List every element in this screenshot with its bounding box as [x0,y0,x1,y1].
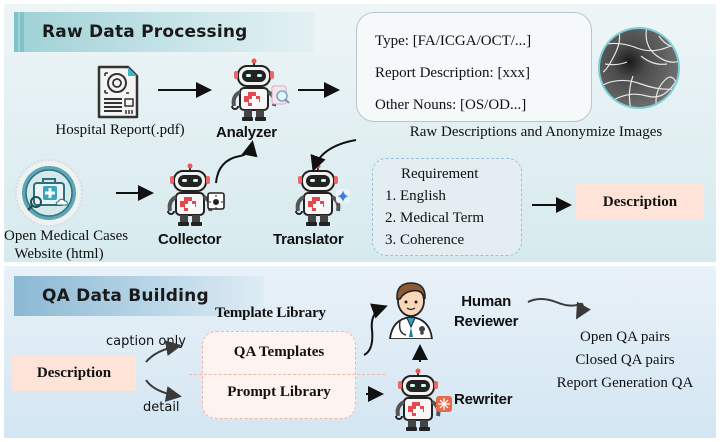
section-title: QA Data Building [42,286,209,306]
caption-only-label: caption only [106,334,186,349]
output-closed-qa: Closed QA pairs [575,352,675,368]
info-other-nouns: Other Nouns: [OS/OD...] [375,97,527,113]
collector-robot-icon [164,163,226,232]
template-library-box: QA Templates Prompt Library [189,331,385,419]
description-box-raw: Description [576,184,704,220]
requirement-item: 2. Medical Term [385,210,485,226]
medical-website-icon [15,159,83,227]
analyzer-label: Analyzer [216,124,277,141]
requirement-box: Requirement 1. English 2. Medical Term 3… [372,158,522,256]
output-open-qa: Open QA pairs [580,329,670,345]
qa-templates-label: QA Templates [233,344,325,360]
requirement-item: 3. Coherence [385,232,465,248]
requirement-title: Requirement [401,166,479,182]
fundus-image [598,27,680,109]
output-report-generation-qa: Report Generation QA [556,375,694,391]
requirement-item: 1. English [385,188,446,204]
description-box-qa: Description [12,355,136,391]
rewriter-robot-icon [392,368,454,437]
human-reviewer-label: Human Reviewer [454,293,519,330]
rewriter-label: Rewriter [454,391,513,408]
section-title: Raw Data Processing [42,22,248,42]
collector-label: Collector [158,231,222,248]
analyzer-robot-icon [228,58,290,127]
info-type: Type: [FA/ICGA/OCT/...] [375,33,532,49]
section-header-qa: QA Data Building [14,276,264,316]
raw-info-box: Type: [FA/ICGA/OCT/...] Report Descripti… [356,12,592,122]
detail-label: detail [143,400,180,415]
prompt-library-label: Prompt Library [227,384,331,400]
website-label: Open Medical Cases Website (html) [4,228,129,262]
translator-label: Translator [273,231,344,248]
info-report-description: Report Description: [xxx] [375,65,530,81]
translator-robot-icon [292,163,354,232]
doctor-avatar-icon [389,282,433,339]
raw-descriptions-caption: Raw Descriptions and Anonymize Images [409,124,663,140]
pdf-report-icon [97,65,139,119]
qa-outputs-list: Open QA pairs Closed QA pairs Report Gen… [530,326,720,395]
library-divider [189,374,385,375]
hospital-report-label: Hospital Report(.pdf) [55,122,185,138]
qa-data-building-panel: QA Data Building [4,266,716,438]
section-header-raw: Raw Data Processing [14,12,314,52]
template-library-label: Template Library [215,305,326,321]
